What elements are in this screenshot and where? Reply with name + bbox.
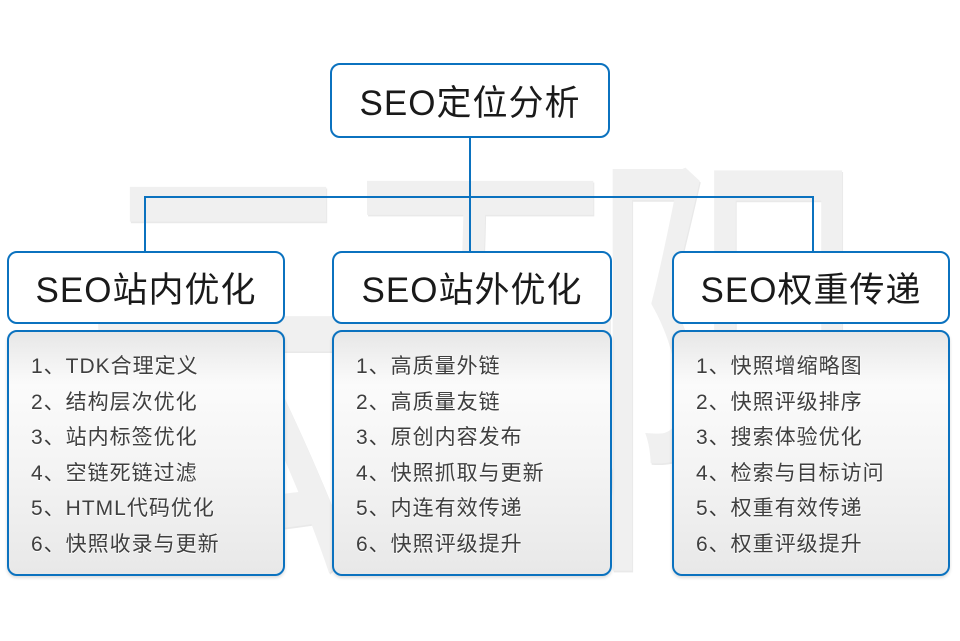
- list-item: 2、结构层次优化: [31, 390, 198, 414]
- list-item: 3、原创内容发布: [356, 426, 523, 449]
- list-item: 5、内连有效传递: [356, 497, 523, 520]
- column-header-weight: SEO权重传递: [672, 251, 950, 324]
- list-item: 5、权重有效传递: [696, 497, 863, 520]
- list-item: 3、站内标签优化: [31, 426, 198, 449]
- list-item: 1、高质量外链: [356, 355, 501, 378]
- list-item: 6、快照收录与更新: [31, 532, 220, 556]
- connector-drop-mid: [469, 196, 471, 254]
- connector-horizontal: [144, 196, 814, 198]
- connector-drop-right: [812, 196, 814, 254]
- list-item: 1、TDK合理定义: [31, 355, 199, 378]
- column-header-label: SEO站内优化: [35, 271, 257, 310]
- column-header-label: SEO权重传递: [700, 271, 922, 310]
- column-list-offsite: 1、高质量外链 2、高质量友链 3、原创内容发布 4、快照抓取与更新 5、内连有…: [332, 330, 612, 576]
- column-list-onsite: 1、TDK合理定义 2、结构层次优化 3、站内标签优化 4、空链死链过滤 5、H…: [7, 330, 285, 576]
- list-item: 1、快照增缩略图: [696, 355, 863, 378]
- column-list-weight: 1、快照增缩略图 2、快照评级排序 3、搜索体验优化 4、检索与目标访问 5、权…: [672, 330, 950, 576]
- list-item: 4、空链死链过滤: [31, 461, 198, 485]
- root-node: SEO定位分析: [330, 63, 610, 138]
- list-item: 2、高质量友链: [356, 390, 501, 414]
- column-header-label: SEO站外优化: [361, 271, 583, 310]
- list-item: 4、快照抓取与更新: [356, 461, 545, 485]
- connector-drop-left: [144, 196, 146, 254]
- list-item: 2、快照评级排序: [696, 390, 863, 414]
- list-item: 4、检索与目标访问: [696, 461, 885, 485]
- column-header-onsite: SEO站内优化: [7, 251, 285, 324]
- list-item: 6、权重评级提升: [696, 532, 863, 556]
- list-item: 5、HTML代码优化: [31, 497, 215, 520]
- list-item: 3、搜索体验优化: [696, 426, 863, 449]
- root-node-label: SEO定位分析: [359, 84, 581, 123]
- list-item: 6、快照评级提升: [356, 532, 523, 556]
- connector-root-stub: [469, 138, 471, 197]
- column-header-offsite: SEO站外优化: [332, 251, 612, 324]
